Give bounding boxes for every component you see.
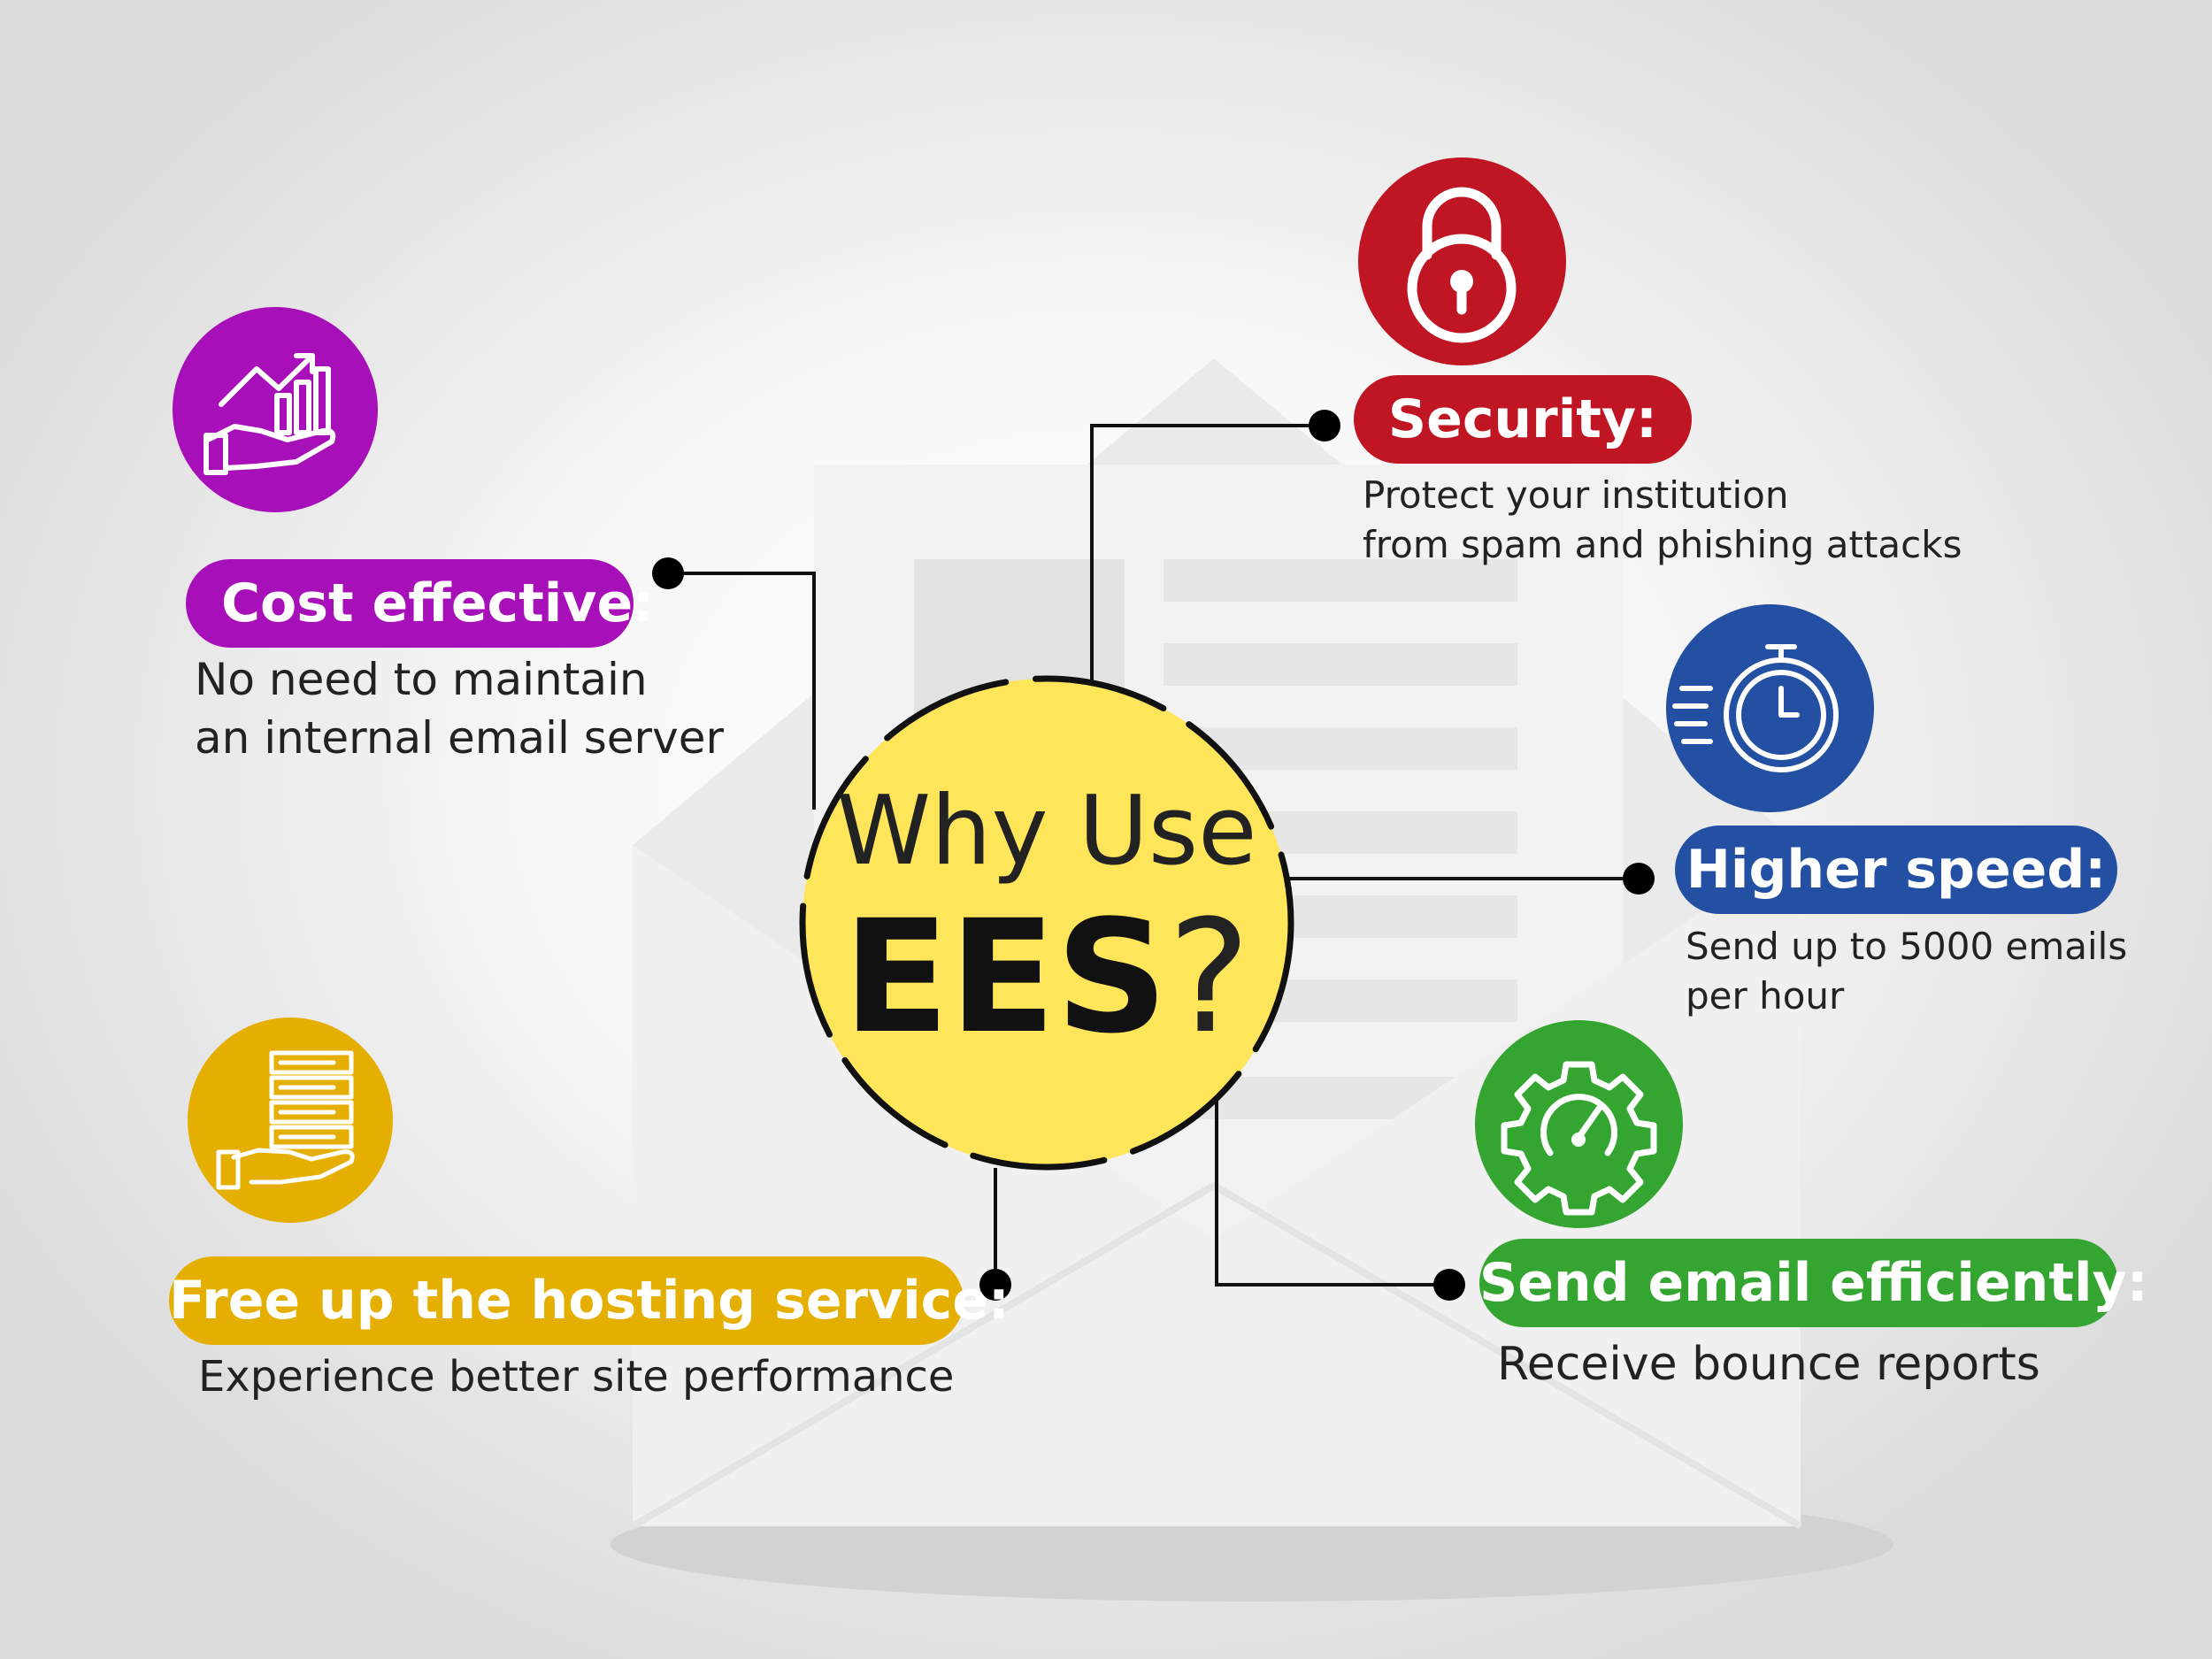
send-email-efficiently-title: Send email efficiently: (1479, 1252, 2148, 1314)
stopwatch-icon (1666, 604, 1874, 812)
center-title-ees: EES (842, 887, 1168, 1068)
higher-speed-description: Send up to 5000 emails per hour (1686, 925, 2128, 1018)
security-label: Security: (1354, 375, 1692, 464)
cost-effective-label: Cost effective: (186, 559, 654, 648)
growth-chart-hand-icon (173, 307, 378, 512)
server-hand-icon (188, 1018, 393, 1223)
hosting-service-label: Free up the hosting service: (169, 1256, 1010, 1345)
center-dashed-ring (799, 675, 1294, 1171)
cost-effective-title: Cost effective: (221, 572, 655, 634)
center-title-line1: Why Use (836, 776, 1257, 887)
security-description: Protect your institution from spam and p… (1363, 473, 1962, 566)
hosting-service-description: Experience better site performance (198, 1352, 955, 1402)
gear-gauge-icon (1475, 1020, 1683, 1228)
send-email-efficiently-label: Send email efficiently: (1479, 1239, 2148, 1327)
cost-effective-description: No need to maintain an internal email se… (195, 654, 725, 764)
padlock-icon (1358, 157, 1566, 365)
connector-dots (652, 410, 1655, 1301)
center-circle (803, 679, 1291, 1167)
higher-speed-title: Higher speed: (1686, 839, 2107, 901)
envelope-fold (630, 1181, 1803, 1530)
hosting-service-title: Free up the hosting service: (169, 1270, 1010, 1332)
center-title-line2: EES? (786, 894, 1308, 1062)
send-email-efficiently-description: Receive bounce reports (1497, 1338, 2040, 1391)
higher-speed-label: Higher speed: (1675, 826, 2117, 914)
connector-lines (668, 424, 1639, 1286)
security-title: Security: (1387, 388, 1658, 450)
center-title-question-mark: ? (1167, 887, 1251, 1068)
